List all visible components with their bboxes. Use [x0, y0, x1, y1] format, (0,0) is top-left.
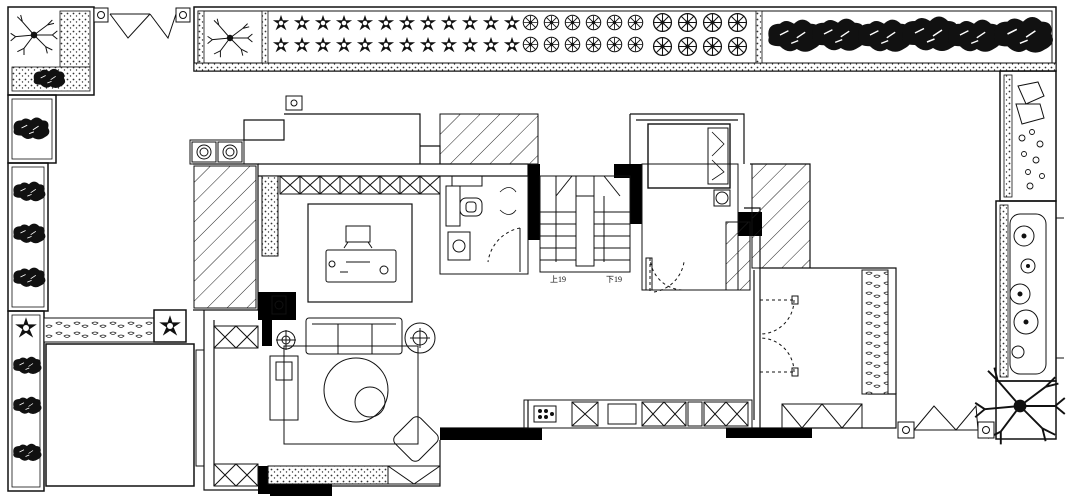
study-area: [307, 203, 413, 303]
bedroom: [641, 123, 751, 293]
shrub-icon: [335, 36, 353, 53]
laundry: [189, 95, 303, 165]
cabinet-door: [419, 175, 441, 195]
shrub-icon: [503, 36, 521, 53]
flower-icon: [702, 12, 723, 33]
flower-icon: [677, 36, 698, 57]
shrub-icon: [335, 14, 353, 31]
stair-up-label: 上19: [550, 275, 566, 284]
bed: [647, 123, 731, 189]
lawn-area: [45, 343, 195, 487]
flower-icon: [564, 36, 581, 53]
flower-icon: [585, 36, 602, 53]
cabinet-door: [379, 175, 401, 195]
corner-planter-nw: [7, 6, 95, 96]
shrub-icon: [398, 14, 416, 31]
sofa: [305, 317, 403, 355]
shrub-icon: [440, 14, 458, 31]
kitchen: [523, 399, 753, 429]
north-planter: [193, 6, 1057, 72]
hatched-shaft: [751, 163, 811, 269]
east-planter: [974, 70, 1066, 446]
cabinet-door: [319, 175, 341, 195]
north-planter-flowers: [522, 12, 748, 57]
shrub-icon: [293, 36, 311, 53]
column: [897, 421, 915, 439]
north-planter-bushes: [767, 15, 1054, 54]
shrub-icon: [377, 14, 395, 31]
flower-icon: [702, 36, 723, 57]
shrub-icon: [440, 36, 458, 53]
shrub-icon: [293, 14, 311, 31]
north-planter-shrubs: [272, 14, 521, 53]
flower-icon: [522, 14, 539, 31]
flower-icon: [543, 14, 560, 31]
west-planter: [7, 94, 187, 492]
cabinet-door: [299, 175, 321, 195]
shrub-icon: [503, 14, 521, 31]
hatched-shaft: [439, 113, 539, 165]
flower-icon: [727, 36, 748, 57]
dining-room: [649, 257, 889, 429]
stair-down-label: 下19: [606, 275, 622, 284]
shrub-icon: [482, 36, 500, 53]
flower-icon: [585, 14, 602, 31]
staircase: [539, 175, 631, 273]
hatched-shaft: [193, 165, 257, 309]
shrub-icon: [272, 36, 290, 53]
structural-columns: [258, 164, 812, 496]
shrub-icon: [272, 14, 290, 31]
column: [175, 7, 191, 23]
shrub-icon: [314, 14, 332, 31]
shrub-icon: [461, 14, 479, 31]
cabinet-door: [339, 175, 361, 195]
shrub-icon: [461, 36, 479, 53]
pine-tree-north: [207, 18, 253, 58]
bathroom: [439, 175, 529, 275]
flower-icon: [627, 36, 644, 53]
flower-icon: [606, 36, 623, 53]
flower-icon: [627, 14, 644, 31]
entry-gate: [109, 13, 177, 40]
cabinet-door: [399, 175, 421, 195]
shrub-icon: [377, 36, 395, 53]
column: [93, 7, 109, 23]
flower-icon: [677, 12, 698, 33]
flower-icon: [522, 36, 539, 53]
west-storage: [195, 325, 441, 487]
column: [977, 421, 995, 439]
living-room: [269, 295, 439, 462]
flower-icon: [564, 14, 581, 31]
shrub-icon: [419, 14, 437, 31]
shrub-icon: [482, 14, 500, 31]
east-gate: [913, 404, 979, 431]
shrub-icon: [419, 36, 437, 53]
cabinet-door: [279, 175, 301, 195]
flower-icon: [727, 12, 748, 33]
flower-icon: [652, 12, 673, 33]
shrub-icon: [398, 36, 416, 53]
cabinet-door: [359, 175, 381, 195]
flower-icon: [543, 36, 560, 53]
shrub-icon: [356, 36, 374, 53]
flower-icon: [606, 14, 623, 31]
flower-icon: [652, 36, 673, 57]
cabinet-run: [261, 175, 441, 257]
shrub-icon: [314, 36, 332, 53]
shrub-icon: [356, 14, 374, 31]
